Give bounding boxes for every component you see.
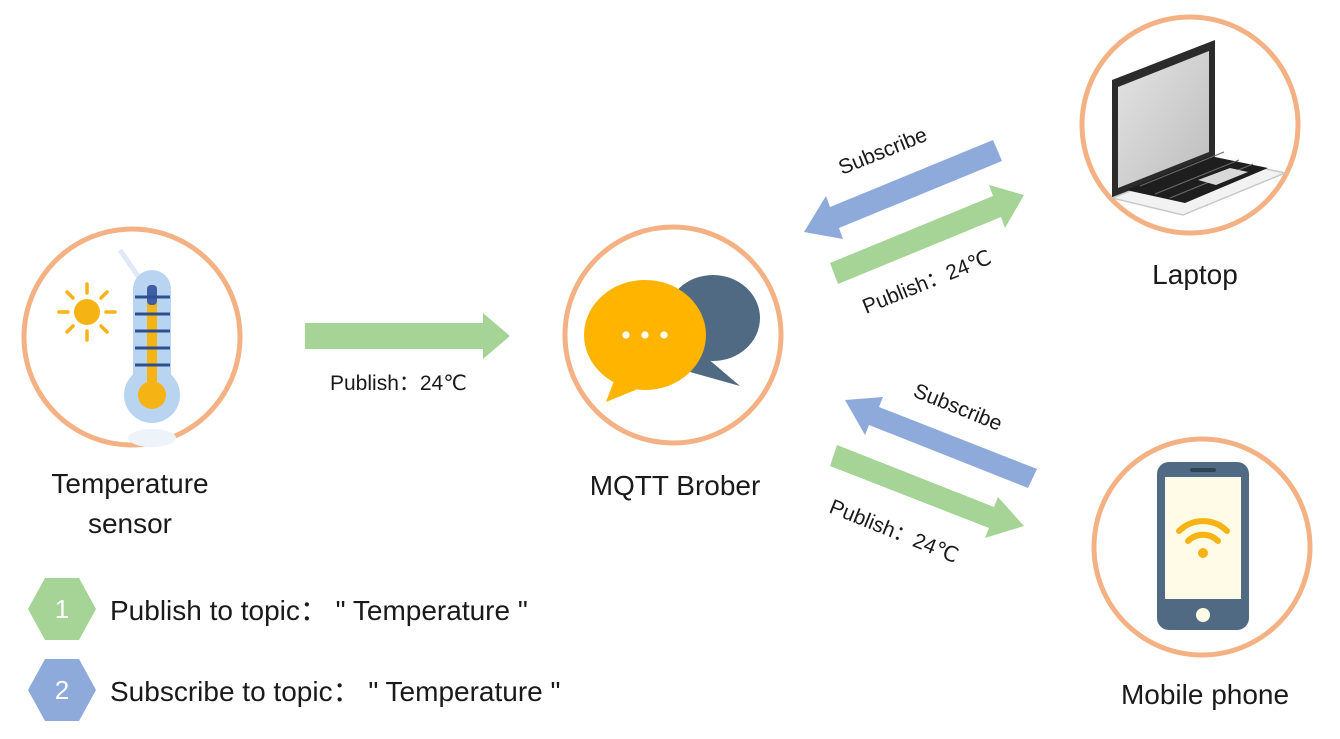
broker-label: MQTT Brober bbox=[589, 470, 761, 501]
legend-text-1: Publish to topic： " Temperature " bbox=[110, 595, 528, 626]
legend-hexagon-2: 2 bbox=[28, 659, 96, 721]
sun-icon bbox=[57, 282, 117, 342]
sensor-publish-label: Publish：24℃ bbox=[330, 372, 467, 395]
sensor-label: Temperature sensor bbox=[10, 464, 250, 544]
legend-number-1: 1 bbox=[54, 593, 70, 624]
chat-bubbles-icon bbox=[584, 275, 760, 402]
phone-label: Mobile phone bbox=[1120, 679, 1290, 710]
laptop-label: Laptop bbox=[1152, 259, 1238, 290]
arrow-sensor-publish bbox=[305, 313, 510, 359]
arrow-phone-publish bbox=[830, 445, 1024, 538]
sensor-label-line1: Temperature bbox=[51, 468, 209, 499]
smartphone-wifi-icon bbox=[1157, 462, 1249, 630]
legend-number-2: 2 bbox=[54, 674, 70, 705]
arrow-laptop-publish bbox=[830, 185, 1024, 284]
sensor-label-line2: sensor bbox=[87, 508, 173, 539]
arrow-laptop-subscribe bbox=[804, 140, 1002, 239]
laptop-subscribe-label: Subscribe bbox=[835, 123, 930, 179]
sensor-circle bbox=[21, 226, 243, 448]
arrow-phone-subscribe bbox=[845, 397, 1037, 488]
laptop-icon bbox=[1109, 40, 1288, 216]
legend-item-publish: 1 Publish to topic： " Temperature " bbox=[28, 577, 528, 641]
legend-item-subscribe: 2 Subscribe to topic： " Temperature " bbox=[28, 658, 560, 722]
legend-text-2: Subscribe to topic： " Temperature " bbox=[110, 676, 561, 707]
thermometer-sun-icon bbox=[57, 248, 180, 447]
thermometer-icon bbox=[117, 248, 180, 447]
legend-hexagon-1: 1 bbox=[28, 578, 96, 640]
